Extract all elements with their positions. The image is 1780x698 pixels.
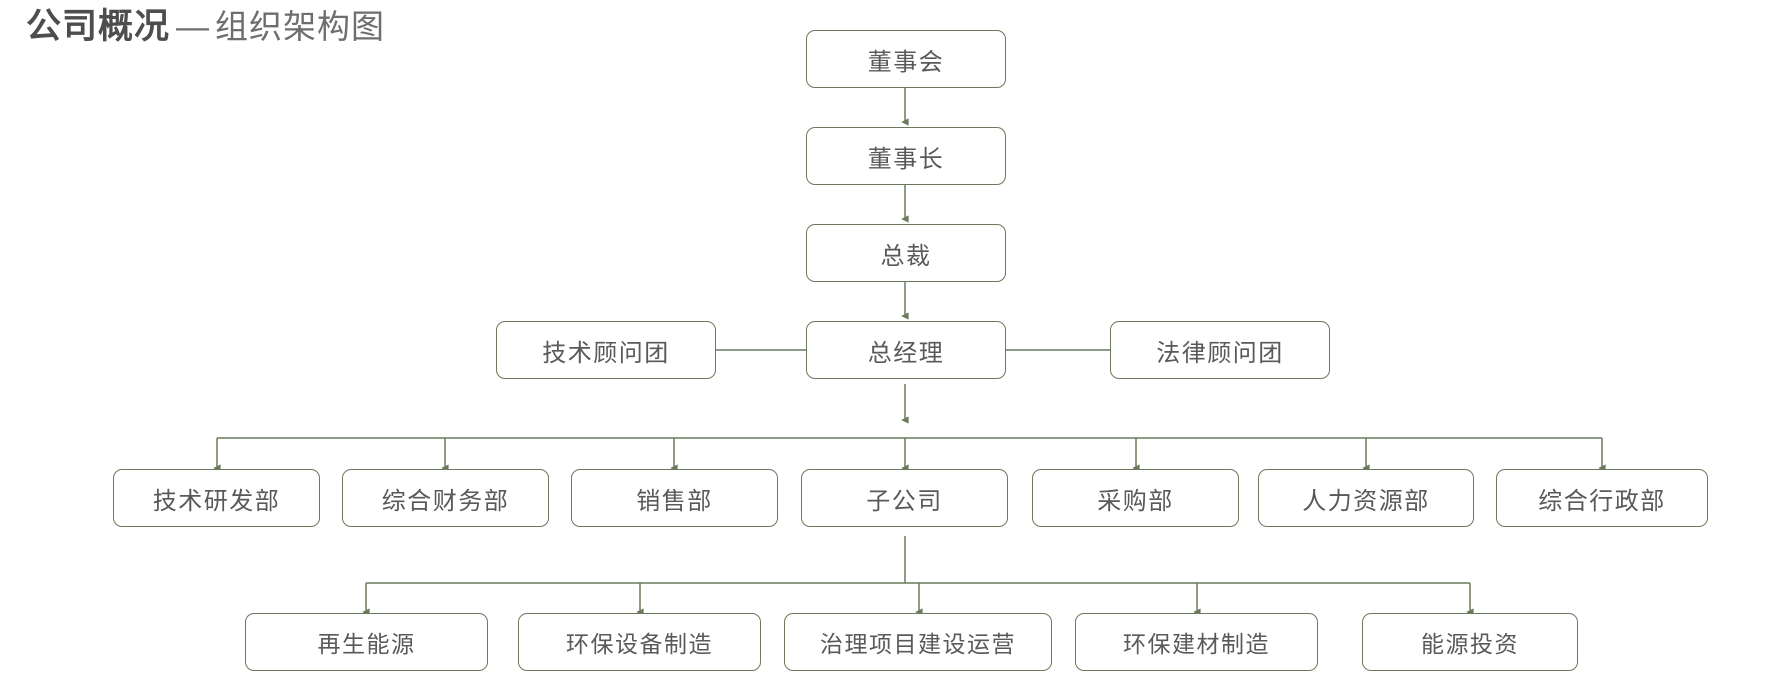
node-dept-hr-label: 人力资源部	[1302, 487, 1430, 515]
node-board-label: 董事会	[867, 48, 945, 76]
node-general-manager[interactable]: 总经理	[806, 321, 1006, 379]
node-dept-procurement[interactable]: 采购部	[1032, 469, 1239, 527]
node-legal-advisors[interactable]: 法律顾问团	[1110, 321, 1330, 379]
node-dept-sales[interactable]: 销售部	[571, 469, 778, 527]
node-sub-equipment-label: 环保设备制造	[566, 631, 713, 657]
node-tech-advisors-label: 技术顾问团	[542, 339, 670, 367]
node-sub-materials-label: 环保建材制造	[1123, 631, 1270, 657]
node-dept-subsidiary-label: 子公司	[866, 487, 943, 515]
node-sub-renewable-label: 再生能源	[317, 631, 416, 657]
node-chairman-label: 董事长	[867, 145, 945, 173]
node-sub-materials[interactable]: 环保建材制造	[1075, 613, 1318, 671]
node-sub-projects-label: 治理项目建设运营	[820, 631, 1016, 657]
node-sub-projects[interactable]: 治理项目建设运营	[784, 613, 1052, 671]
node-dept-finance[interactable]: 综合财务部	[342, 469, 549, 527]
node-dept-rd[interactable]: 技术研发部	[113, 469, 320, 527]
node-chairman[interactable]: 董事长	[806, 127, 1006, 185]
node-sub-investment-label: 能源投资	[1421, 631, 1519, 657]
node-sub-renewable[interactable]: 再生能源	[245, 613, 488, 671]
page-title-sub: 组织架构图	[215, 8, 386, 45]
node-president[interactable]: 总裁	[806, 224, 1006, 282]
node-dept-admin[interactable]: 综合行政部	[1496, 469, 1708, 527]
page-title: 公司概况—组织架构图	[26, 7, 386, 47]
node-general-manager-label: 总经理	[867, 339, 945, 367]
node-sub-equipment[interactable]: 环保设备制造	[518, 613, 761, 671]
node-dept-sales-label: 销售部	[636, 487, 713, 515]
node-dept-hr[interactable]: 人力资源部	[1258, 469, 1474, 527]
node-legal-advisors-label: 法律顾问团	[1156, 339, 1284, 367]
node-dept-finance-label: 综合财务部	[381, 487, 510, 515]
node-dept-subsidiary[interactable]: 子公司	[801, 469, 1008, 527]
node-board[interactable]: 董事会	[806, 30, 1006, 88]
node-president-label: 总裁	[880, 242, 932, 270]
node-sub-investment[interactable]: 能源投资	[1362, 613, 1578, 671]
page-title-separator: —	[176, 8, 210, 45]
node-dept-procurement-label: 采购部	[1097, 487, 1174, 515]
node-tech-advisors[interactable]: 技术顾问团	[496, 321, 716, 379]
node-dept-admin-label: 综合行政部	[1538, 487, 1666, 515]
node-dept-rd-label: 技术研发部	[152, 487, 281, 515]
page-title-main: 公司概况	[26, 7, 171, 46]
